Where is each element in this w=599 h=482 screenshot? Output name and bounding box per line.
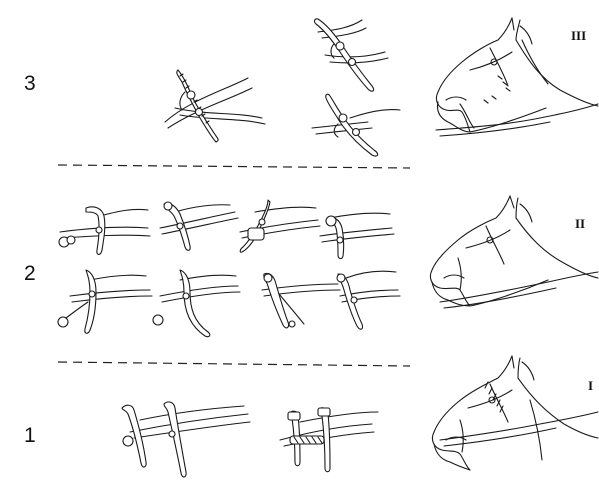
cheekpiece-drawing: [58, 270, 152, 333]
horse-head-drawing: [432, 356, 598, 470]
cheekpiece-drawing: [312, 94, 400, 156]
cheekpiece-drawing: [153, 270, 240, 337]
cheekpiece-drawing: [320, 213, 394, 258]
cheekpiece-drawing: [160, 202, 238, 250]
cheekpiece-drawing: [280, 408, 378, 472]
horse-head-drawing: [436, 18, 598, 136]
separator-line: [58, 165, 410, 168]
cheekpiece-drawing: [165, 70, 265, 142]
cheekpiece-drawing: [240, 200, 320, 252]
cheekpiece-drawing: [122, 402, 250, 477]
horse-head-drawing: [430, 196, 598, 308]
cheekpiece-drawing: [262, 273, 340, 327]
separator-line: [58, 362, 410, 366]
cheekpiece-drawing: [59, 207, 150, 255]
cheekpiece-drawing: [315, 19, 388, 91]
cheekpiece-drawing: [337, 271, 400, 329]
